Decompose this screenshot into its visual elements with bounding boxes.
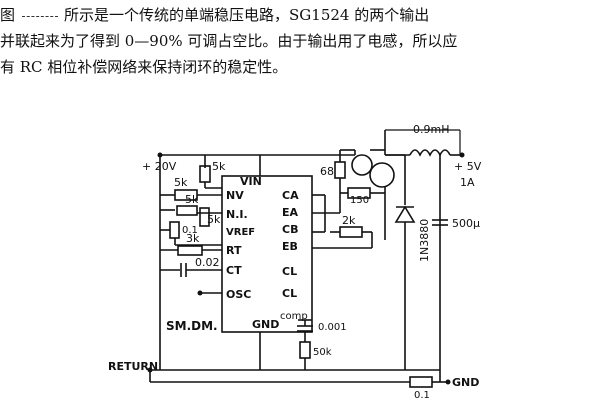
paragraph-line-1-text: 所示是一个传统的单端稳压电路，SG1524 的两个输出 xyxy=(64,6,430,24)
paragraph-line-1: 图 所示是一个传统的单端稳压电路，SG1524 的两个输出 xyxy=(0,2,429,28)
figure-number-blank xyxy=(22,16,59,17)
paragraph-line-3: 有 RC 相位补偿网络来保持闭环的稳定性。 xyxy=(0,58,288,76)
transistor-driver xyxy=(351,154,373,176)
r-3k-label: 3k xyxy=(186,232,200,245)
return-label: RETURN xyxy=(108,360,158,373)
pin-comp: comp xyxy=(280,311,308,322)
supply-out-current: 1A xyxy=(460,176,475,189)
resistor-3k xyxy=(177,245,203,256)
pin-cl-minus: CL xyxy=(282,287,297,300)
pin-vref: VREF xyxy=(226,227,255,238)
supply-out-voltage: + 5V xyxy=(454,160,482,173)
r-50k-label: 50k xyxy=(313,347,332,358)
pin-cb: CB xyxy=(282,223,298,236)
r-2k-label: 2k xyxy=(342,214,356,227)
sg1524-ic xyxy=(221,175,313,333)
r-01-bottom-label: 0.1 xyxy=(414,390,430,401)
pin-ca: CA xyxy=(282,189,299,202)
cap-out-label: 500μ xyxy=(452,217,480,230)
inductor xyxy=(409,149,451,157)
resistor-68 xyxy=(334,161,346,179)
resistor-2k xyxy=(339,226,363,238)
r-nv-label: 5k xyxy=(174,176,188,189)
c-002-label: 0.02 xyxy=(195,256,220,269)
pin-gnd: GND xyxy=(252,318,279,331)
r-68-label: 68 xyxy=(320,165,334,178)
c-0001-label: 0.001 xyxy=(318,322,347,333)
resistor-5k-ni-b xyxy=(199,207,210,227)
paragraph-line-2: 并联起来为了得到 0—90% 可调占空比。由于输出用了电感，所以应 xyxy=(0,32,458,50)
pin-cl-plus: CL xyxy=(282,265,297,278)
resistor-01-left xyxy=(169,221,180,239)
pin-ct: CT xyxy=(226,264,242,277)
gnd-label: GND xyxy=(452,376,479,389)
diode-1n3880 xyxy=(394,205,416,223)
pin-rt: RT xyxy=(226,244,242,257)
pin-vin: VIN xyxy=(240,175,262,188)
pin-ea: EA xyxy=(282,206,299,219)
diode-label: 1N3880 xyxy=(418,219,431,262)
r-top-label: 5k xyxy=(212,160,226,173)
resistor-01-bottom xyxy=(409,376,433,388)
resistor-5k-top xyxy=(199,165,211,183)
figure-label: 图 xyxy=(0,6,17,24)
r-150-label: 150 xyxy=(350,195,369,206)
resistor-50k xyxy=(299,341,311,359)
resistor-5k-ni xyxy=(176,205,198,216)
pin-nv: NV xyxy=(226,189,244,202)
r-01-left-label: 0.1 xyxy=(182,225,198,236)
pin-ni: N.I. xyxy=(226,208,248,221)
r-ni-b-label: 5k xyxy=(207,213,221,226)
transistor-pass xyxy=(369,162,395,188)
inductor-label: 0.9mH xyxy=(413,123,449,136)
pin-eb: EB xyxy=(282,240,298,253)
pin-osc: OSC xyxy=(226,288,251,301)
r-ni-label: 5k xyxy=(185,193,199,206)
sm-dm-label: SM.DM. xyxy=(166,319,218,333)
